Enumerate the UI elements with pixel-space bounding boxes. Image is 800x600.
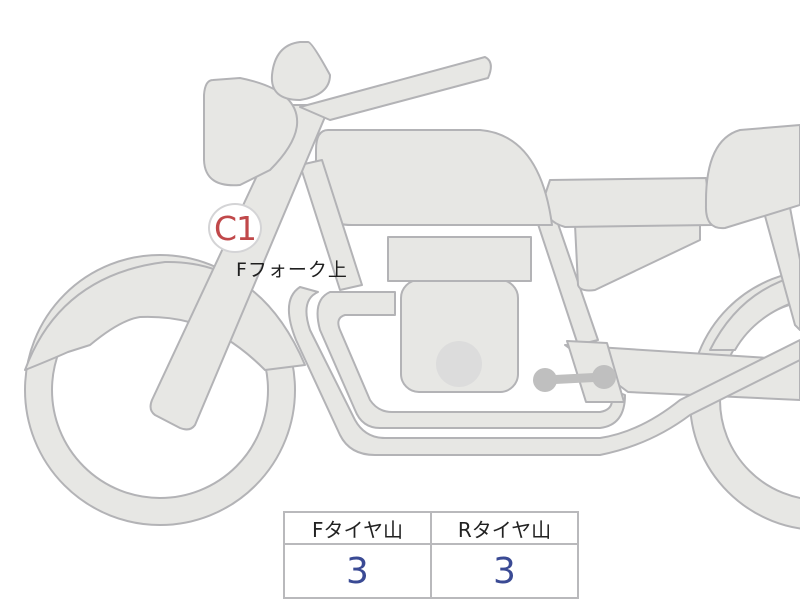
rear-tail [704, 124, 800, 230]
value-front-tire: 3 [283, 543, 432, 599]
tire-tread-table: Fタイヤ山 Rタイヤ山 3 3 [283, 511, 579, 599]
speedometer [270, 41, 331, 101]
side-cover [574, 224, 701, 292]
exhaust-pipe-outer [288, 286, 800, 456]
engine-cover [436, 341, 482, 387]
fuel-tank [315, 129, 553, 226]
header-front-tire: Fタイヤ山 [283, 511, 432, 545]
value-rear-tire: 3 [430, 543, 579, 599]
frame-tube-front [299, 159, 363, 291]
footpeg-linkage [533, 365, 616, 392]
seat [543, 177, 713, 228]
header-rear-tire: Rタイヤ山 [430, 511, 579, 545]
front-fork [149, 104, 331, 431]
engine-cylinder [387, 236, 532, 282]
marker-badge-c1: C1 [208, 203, 262, 253]
rear-fender [709, 274, 800, 351]
handlebar [299, 56, 492, 121]
marker-label-fork-top: Fフォーク上 [236, 259, 348, 281]
